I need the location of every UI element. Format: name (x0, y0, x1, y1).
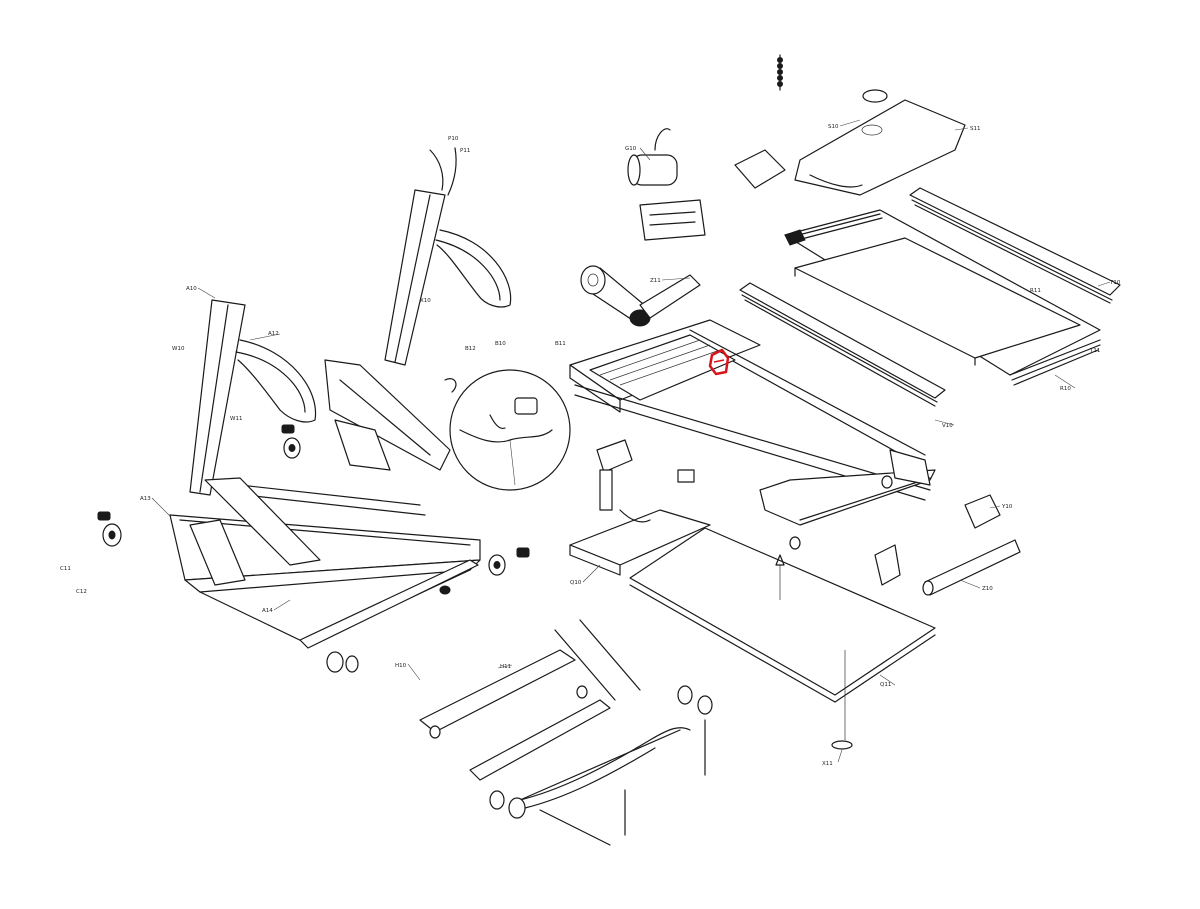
part-labels: A10 A12 A13 A14 B10 B11 B12 C11 C12 G10 … (60, 124, 1121, 767)
lower-tray (569, 509, 711, 576)
part-label: A13 (140, 496, 151, 502)
deck-board (794, 237, 1081, 366)
part-label: C11 (60, 566, 71, 572)
part-label: T11 (1089, 348, 1100, 354)
lift-assembly (419, 619, 713, 846)
part-label: S10 (828, 124, 839, 130)
part-label: H10 (395, 663, 407, 669)
control-box (596, 439, 695, 511)
part-label: Z11 (650, 278, 661, 284)
detail-circle (444, 369, 571, 491)
part-label: P10 (448, 136, 459, 142)
part-label: A12 (268, 331, 279, 337)
leader-lines (151, 119, 1111, 763)
part-label: T10 (1109, 280, 1121, 286)
part-label: P11 (460, 148, 470, 154)
part-label: R10 (1060, 386, 1071, 392)
part-label: B12 (465, 346, 476, 352)
part-label: W11 (230, 416, 242, 422)
part-label: Q10 (570, 580, 582, 586)
part-label: C12 (76, 589, 87, 595)
lift-support (324, 359, 451, 471)
part-label: B10 (495, 341, 506, 347)
motor-cover (734, 89, 966, 196)
drive-motor (580, 128, 706, 327)
rollers (874, 494, 1021, 596)
highlighted-part (708, 348, 730, 376)
side-rails (739, 187, 1121, 407)
part-label: S11 (970, 126, 981, 132)
base-frame (169, 484, 481, 649)
part-label: Q11 (880, 682, 891, 688)
part-label: A14 (262, 608, 273, 614)
part-label: G10 (625, 146, 637, 152)
upright-right (384, 147, 512, 366)
part-label: X10 (420, 298, 431, 304)
part-label: Y10 (1001, 504, 1013, 510)
part-label: X11 (822, 761, 833, 767)
part-label: R11 (1030, 288, 1041, 294)
part-label: W10 (172, 346, 185, 352)
upright-left (189, 299, 321, 586)
deck-frame (569, 319, 936, 550)
part-label: B11 (555, 341, 566, 347)
part-label: A10 (186, 286, 197, 292)
part-label: V10 (942, 423, 953, 429)
spring-stack (777, 54, 783, 91)
wheels-left (97, 424, 530, 673)
base-plate (629, 527, 936, 750)
part-label: Z10 (982, 586, 993, 592)
part-label: H11 (500, 664, 511, 670)
